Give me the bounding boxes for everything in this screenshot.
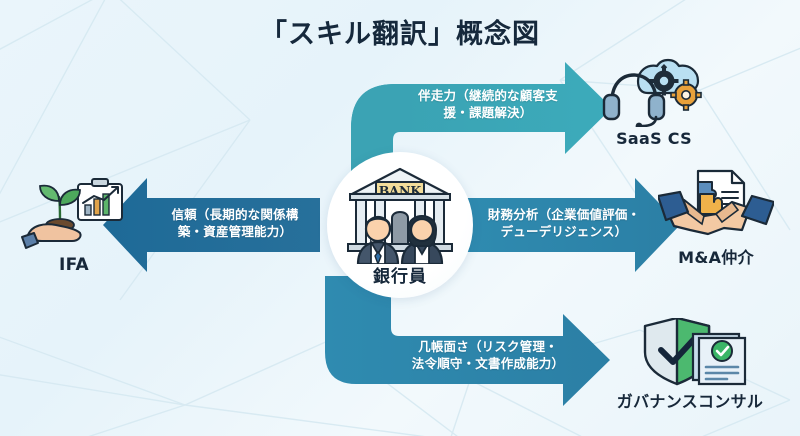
headset-cloud-gears-icon — [594, 55, 714, 130]
arrow-label-to-saas-cs: 伴走力（継続的な顧客支 援・課題解決） — [418, 88, 558, 121]
node-ifa: IFA — [18, 175, 130, 275]
arrow-to-ifa — [103, 178, 320, 272]
node-governance-label: ガバナンスコンサル — [616, 392, 764, 411]
arrow-to-ma — [462, 178, 680, 272]
arrow-to-governance — [325, 276, 610, 406]
hand-holding-sprout-with-growth-chart-icon — [20, 175, 128, 253]
arrow-label-to-ifa: 信頼（長期的な関係構 築・資産管理能力） — [171, 207, 299, 240]
arrow-label-to-governance: 几帳面さ（リスク管理・ 法令順守・文書作成能力） — [411, 339, 565, 372]
page-title: 「スキル翻訳」概念図 — [260, 19, 540, 50]
node-ma-label: M&A仲介 — [678, 248, 754, 267]
bank-building-with-bankers-icon: BANK — [344, 166, 456, 266]
node-saas-cs-label: SaaS CS — [616, 129, 692, 148]
handshake-document-puzzle-icon — [656, 168, 776, 242]
shield-check-document-icon — [631, 316, 749, 386]
node-governance: ガバナンスコンサル — [600, 316, 780, 412]
node-saas-cs: SaaS CS — [588, 55, 720, 148]
node-ma: M&A仲介 — [650, 168, 782, 268]
node-ifa-label: IFA — [58, 255, 90, 275]
arrow-label-to-ma: 財務分析（企業価値評価・ デューデリジェンス） — [487, 207, 641, 240]
node-center-label: 銀行員 — [373, 267, 427, 287]
node-center-banker: BANK — [327, 152, 473, 298]
